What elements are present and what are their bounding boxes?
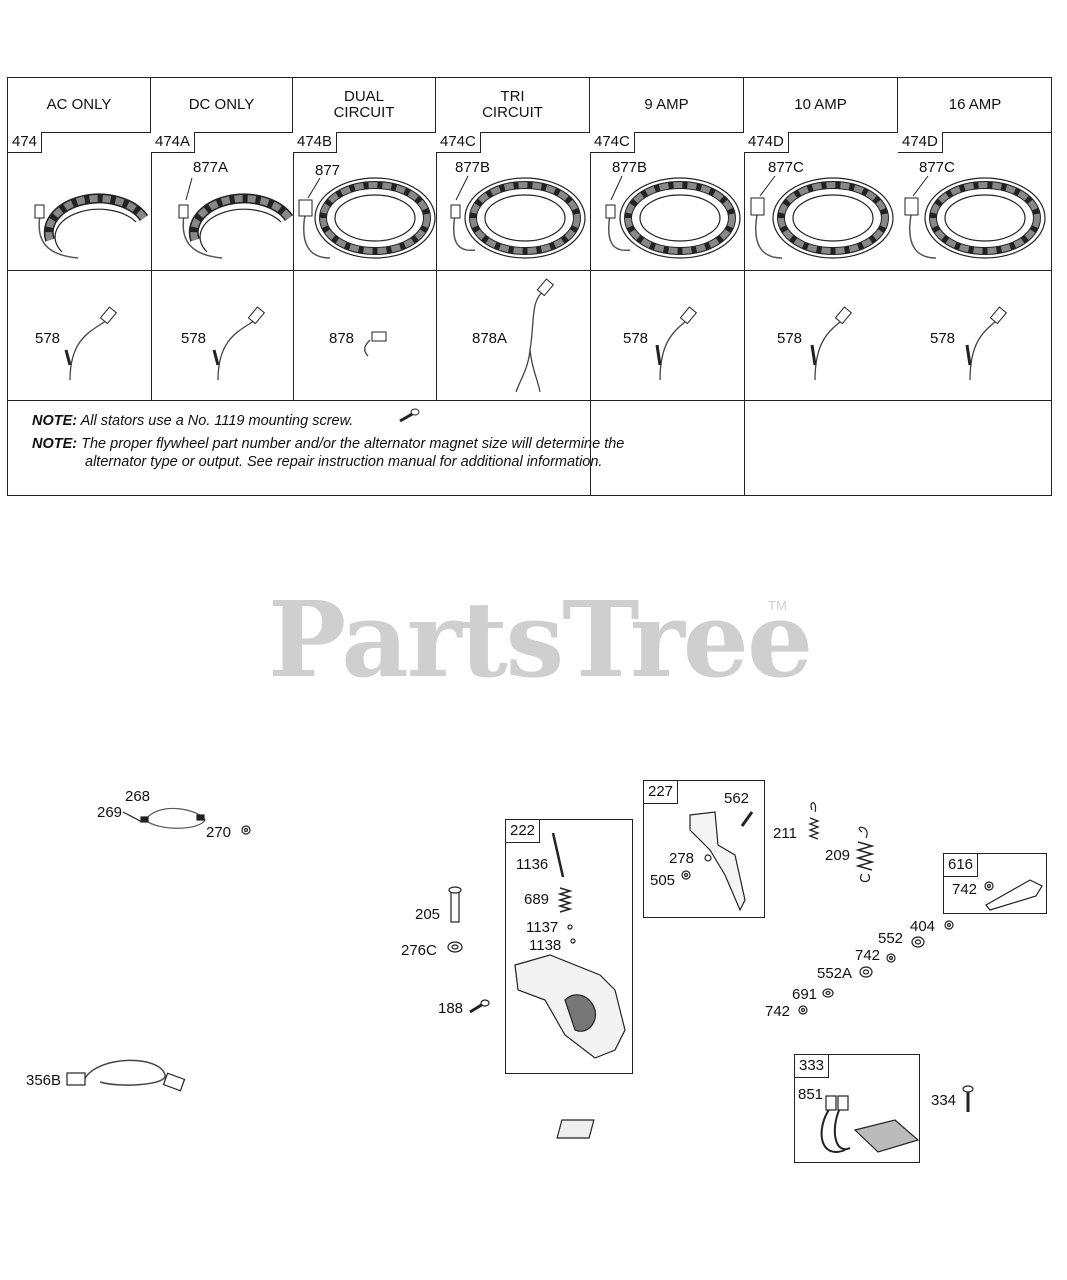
lead-part-label: 877C: [768, 159, 804, 176]
part-label: 268: [125, 788, 151, 805]
watermark: PartsTree: [268, 578, 813, 701]
assembly-box-333: 333: [794, 1054, 920, 1163]
header-ac-only: AC ONLY: [8, 78, 151, 132]
part-label: 689: [524, 891, 550, 908]
part-label: 356B: [26, 1072, 62, 1089]
lead-part-label: 877B: [455, 159, 491, 176]
stator-part-tag: 474D: [898, 132, 943, 153]
part-label: 1136: [516, 856, 549, 873]
part-label: 552: [878, 930, 904, 947]
header-dual-circuit: DUAL CIRCUIT: [293, 78, 436, 132]
header-16-amp: 16 AMP: [948, 96, 1002, 113]
part-label: 334: [931, 1092, 957, 1109]
col-divider: [151, 132, 152, 400]
wire-part-label: 578: [777, 330, 803, 347]
assembly-box-222: 222: [505, 819, 633, 1074]
part-label: 209: [825, 847, 851, 864]
stator-part-tag: 474D: [744, 132, 789, 153]
assembly-box-616: 616: [943, 853, 1047, 914]
wire-part-label: 578: [35, 330, 61, 347]
header-tri-circuit: TRI CIRCUIT: [436, 78, 590, 132]
header-dc-only: DC ONLY: [151, 78, 293, 132]
screw-icon: [399, 408, 420, 423]
part-label: 1138: [529, 937, 562, 954]
part-label: 691: [792, 986, 818, 1003]
wire-part-label: 878A: [472, 330, 508, 347]
row-divider: [8, 132, 1051, 133]
part-label: 742: [765, 1003, 791, 1020]
part-label: 562: [724, 790, 750, 807]
header-9-amp: 9 AMP: [590, 78, 744, 132]
stator-part-tag: 474C: [590, 132, 635, 153]
stator-table: AC ONLY DC ONLY DUAL CIRCUIT TRI CIRCUIT…: [7, 77, 1052, 496]
part-label: 278: [669, 850, 695, 867]
note-text: The proper flywheel part number and/or t…: [81, 436, 625, 470]
note-mounting-screw: NOTE: All stators use a No. 1119 mountin…: [32, 412, 402, 430]
part-label: 404: [910, 918, 936, 935]
lead-part-label: 877C: [919, 159, 955, 176]
note-text: All stators use a No. 1119 mounting scre…: [80, 413, 354, 429]
part-label: 851: [798, 1086, 824, 1103]
stator-part-tag: 474B: [293, 132, 338, 153]
lead-part-label: 877B: [612, 159, 648, 176]
row-divider: [8, 400, 1051, 401]
part-label: 205: [415, 906, 441, 923]
note-flywheel: NOTE: The proper flywheel part number an…: [32, 435, 630, 471]
stator-part-tag: 474A: [151, 132, 196, 153]
part-label: 552A: [817, 965, 853, 982]
col-divider: [744, 132, 745, 496]
box-label: 333: [794, 1054, 830, 1078]
col-divider: [590, 132, 591, 496]
part-label: 270: [206, 824, 232, 841]
lead-part-label: 877A: [193, 159, 229, 176]
wire-part-label: 578: [181, 330, 207, 347]
stator-drawings: [34, 0, 1067, 393]
box-label: 222: [505, 819, 541, 843]
part-label: 276C: [401, 942, 437, 959]
note-prefix: NOTE:: [32, 413, 78, 429]
part-label: 211: [773, 825, 797, 842]
lead-part-label: 877: [315, 162, 341, 179]
part-label: 742: [952, 881, 978, 898]
part-label: 742: [855, 947, 881, 964]
wire-part-label: 578: [623, 330, 649, 347]
assembly-box-227: 227: [643, 780, 765, 918]
header-10-amp: 10 AMP: [744, 78, 898, 132]
box-label: 227: [643, 780, 679, 804]
col-divider: [293, 132, 294, 400]
part-label: 188: [438, 1000, 464, 1017]
col-divider: [436, 132, 437, 400]
note-prefix: NOTE:: [32, 436, 78, 452]
part-label: 1137: [526, 919, 559, 936]
box-label: 616: [943, 853, 979, 877]
part-label: 269: [97, 804, 123, 821]
stator-part-tag: 474C: [436, 132, 481, 153]
trademark-symbol: TM: [768, 598, 787, 613]
wire-part-label: 878: [329, 330, 355, 347]
stator-part-tag: 474: [8, 132, 43, 153]
row-divider: [8, 270, 1051, 271]
wire-part-label: 578: [930, 330, 956, 347]
part-label: 505: [650, 872, 676, 889]
